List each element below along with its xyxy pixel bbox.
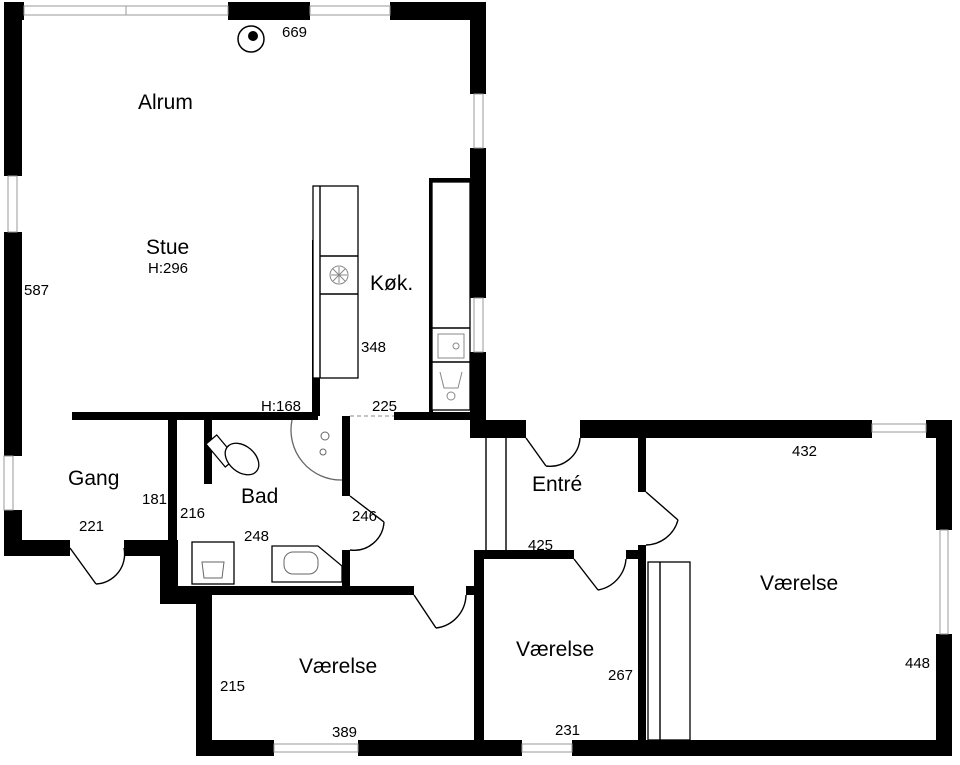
- room-label-gang: Gang: [68, 467, 120, 490]
- dimension-label: 448: [905, 655, 931, 672]
- dimension-label: 215: [220, 678, 246, 695]
- dimension-label: 267: [608, 667, 634, 684]
- stove-icon: [329, 265, 349, 285]
- wardrobe: [647, 561, 691, 741]
- room-label-alrum: Alrum: [138, 91, 193, 114]
- dimension-label: 348: [361, 339, 387, 356]
- vanity-icon: [191, 541, 235, 585]
- toilet-icon: [205, 434, 260, 476]
- dimension-label: 587: [24, 282, 50, 299]
- washbasin-icon: [271, 545, 343, 583]
- fireplace-icon: [237, 25, 265, 53]
- dimension-label: 181: [142, 491, 168, 508]
- room-label-bad: Bad: [241, 485, 279, 508]
- room-label-vaerelse-mid: Værelse: [516, 638, 595, 661]
- dimension-label: 225: [372, 398, 398, 415]
- dimension-label: 432: [792, 443, 818, 460]
- dimension-label: 248: [244, 528, 270, 545]
- dimension-label: 389: [332, 724, 358, 741]
- dimension-label: 231: [555, 722, 581, 739]
- interior-walls: [72, 178, 646, 756]
- dimension-label: 669: [282, 24, 308, 41]
- washer-icon: [439, 371, 463, 401]
- dimension-label: 216: [180, 505, 206, 522]
- room-label-entre: Entré: [532, 473, 583, 496]
- room-label-kitchen: Køk.: [370, 272, 414, 295]
- windows: [3, 5, 949, 753]
- kitchen-counters: [312, 181, 471, 411]
- exterior-walls: [4, 2, 952, 756]
- door-swings: [69, 437, 679, 629]
- sink-icon: [437, 333, 465, 359]
- ceiling-height-stue: H:296: [148, 260, 189, 277]
- dimension-label: H:168: [261, 398, 302, 415]
- room-label-stue: Stue: [146, 236, 190, 259]
- shower-icon: [290, 419, 343, 481]
- room-label-vaerelse-east: Værelse: [760, 572, 839, 595]
- dimension-label: 221: [79, 518, 105, 535]
- dimension-label: 425: [528, 537, 554, 554]
- dimension-label: 246: [352, 508, 378, 525]
- room-label-vaerelse-south: Værelse: [299, 655, 378, 678]
